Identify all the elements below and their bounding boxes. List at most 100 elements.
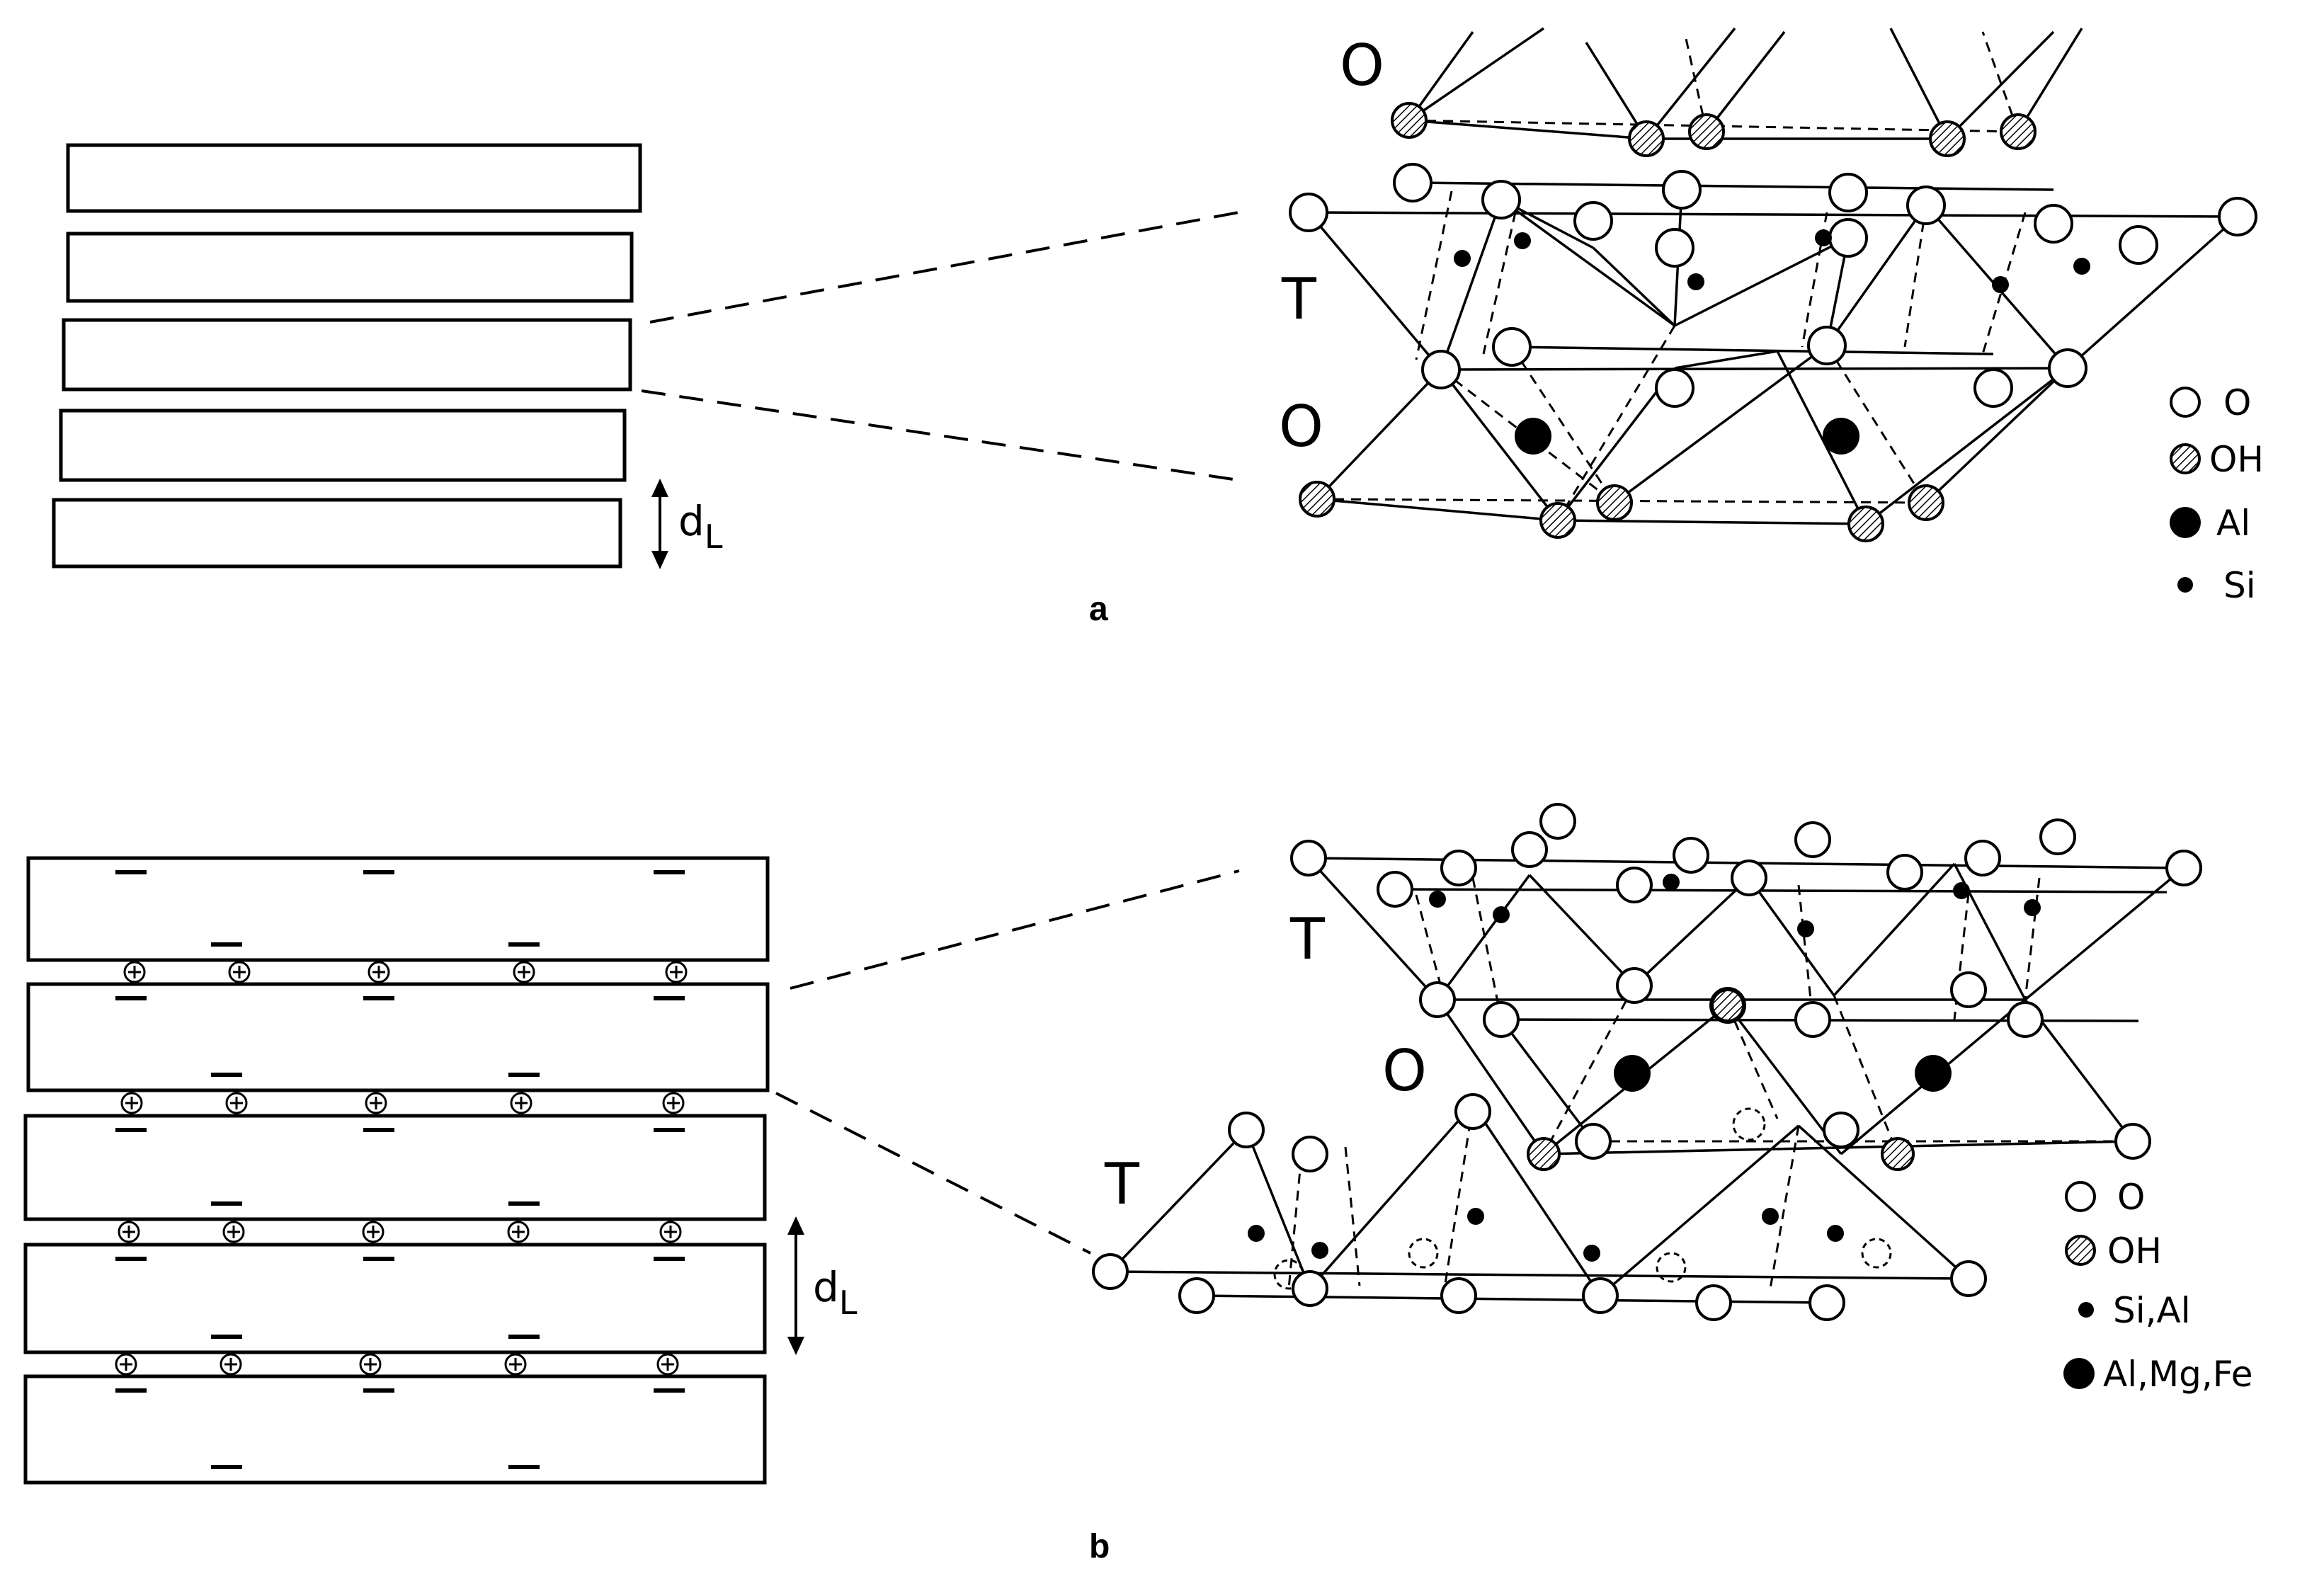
panel-b-negative-charges — [115, 870, 685, 1469]
o-atom — [1393, 163, 1432, 202]
oh-atom — [1628, 120, 1665, 157]
panel-b-zoom-leaders — [775, 869, 1240, 1255]
legend-o-symbol — [2170, 387, 2201, 418]
o-atom — [2007, 1001, 2044, 1038]
o-atom — [1906, 185, 1946, 225]
interlayer-cation — [115, 1353, 137, 1376]
o-atom — [1655, 228, 1694, 268]
si-al-atom — [1429, 891, 1446, 908]
al-atom — [1823, 418, 1859, 455]
si-al-atom — [1493, 906, 1510, 923]
o-atom — [2165, 850, 2202, 886]
oh-atom — [1539, 502, 1576, 539]
o-atom — [1481, 180, 1521, 219]
panel-a-layer-stack — [52, 143, 642, 569]
panel-label-a: a — [1089, 590, 1108, 628]
legend-item: Si — [2223, 565, 2256, 606]
o-atom — [2114, 1123, 2151, 1160]
si-atom — [1687, 273, 1704, 290]
interlayer-cation — [659, 1221, 682, 1243]
o-atom — [2218, 197, 2257, 236]
panel-b-spacing-arrow: dL — [787, 1216, 858, 1355]
o-atom — [2039, 818, 2076, 855]
interlayer-cation — [220, 1353, 242, 1376]
oh-atom — [1391, 102, 1428, 139]
si-al-atom — [1311, 1242, 1328, 1259]
layer-label-o: O — [1382, 1038, 1427, 1104]
layer-sheet — [66, 232, 634, 303]
o-atom — [1655, 368, 1694, 408]
o-atom — [1419, 981, 1456, 1018]
layer-label-o-bottom: O — [1279, 394, 1323, 459]
o-atom — [1973, 368, 2013, 408]
si-al-atom — [1467, 1208, 1484, 1225]
layer-label-t-top: T — [1289, 906, 1326, 972]
si-al-atom — [1827, 1225, 1844, 1242]
o-atom — [1616, 867, 1653, 903]
interlayer-cation — [365, 1092, 387, 1114]
o-atom — [1440, 1277, 1477, 1314]
si-atom — [1454, 250, 1471, 267]
oh-atom — [1688, 113, 1725, 150]
layer-label-t: T — [1281, 266, 1317, 332]
layer-sheet — [26, 856, 770, 962]
spacing-label-b: dL — [813, 1263, 858, 1322]
o-atom — [1573, 201, 1613, 241]
si-al-atom — [2024, 899, 2041, 916]
o-atom — [1582, 1277, 1619, 1314]
panel-a-zoom-leaders — [641, 210, 1247, 481]
o-atom — [1440, 850, 1477, 886]
interlayer-cation — [656, 1353, 679, 1376]
oh-atom — [1908, 484, 1944, 521]
o-atom — [1092, 1253, 1129, 1290]
oh-atom — [1299, 481, 1335, 518]
si-atom — [2073, 258, 2090, 275]
oh-atom — [1881, 1137, 1915, 1171]
panel-b-legend: O OH Si,Al Al,Mg,Fe — [2063, 1177, 2253, 1395]
o-atom — [1794, 821, 1831, 858]
o-atom — [1228, 1112, 1265, 1148]
layer-sheet — [23, 1374, 767, 1485]
interlayer-cation — [510, 1092, 532, 1114]
legend-si-al-symbol — [2078, 1302, 2094, 1318]
o-atom — [1289, 193, 1328, 232]
oh-atom — [1596, 484, 1633, 521]
o-atom — [1290, 840, 1327, 876]
o-atom — [1950, 971, 1987, 1008]
panel-b-layer-stack — [23, 856, 770, 1485]
legend-item: OH — [2107, 1230, 2162, 1272]
layer-sheet — [23, 1114, 767, 1221]
layer-label-t-bottom: T — [1104, 1151, 1140, 1217]
o-atom — [1178, 1277, 1215, 1314]
o-atom — [1421, 350, 1461, 389]
oh-atom — [1527, 1137, 1561, 1171]
si-al-atom — [1953, 882, 1970, 899]
o-atom — [1492, 327, 1532, 367]
al-atom — [1515, 418, 1551, 455]
o-atom — [1823, 1112, 1859, 1148]
o-atom — [1292, 1136, 1328, 1172]
panel-a-spacing-arrow: dL — [651, 479, 723, 569]
interlayer-cation — [507, 1221, 530, 1243]
legend-item: Al,Mg,Fe — [2103, 1354, 2253, 1395]
si-atom — [1815, 229, 1832, 246]
panel-a: dL O T O — [52, 27, 2264, 628]
interlayer-cation — [359, 1353, 382, 1376]
panel-b-crystal-structure — [1092, 803, 2202, 1321]
panel-b-interlayer-cations — [115, 961, 688, 1376]
o-atom — [1950, 1260, 1987, 1297]
layer-sheet — [62, 318, 632, 392]
o-atom — [1828, 218, 1868, 258]
o-atom — [1964, 840, 2001, 876]
interlayer-cation — [362, 1221, 385, 1243]
o-atom — [1454, 1093, 1491, 1130]
layer-sheet — [66, 143, 642, 213]
interlayer-cation — [118, 1221, 140, 1243]
si-al-atom — [1762, 1208, 1779, 1225]
interlayer-cation — [504, 1353, 527, 1376]
legend-item: OH — [2209, 439, 2264, 480]
si-al-atom — [1583, 1245, 1600, 1262]
o-atom — [2119, 225, 2158, 265]
interlayer-cation — [665, 961, 688, 983]
